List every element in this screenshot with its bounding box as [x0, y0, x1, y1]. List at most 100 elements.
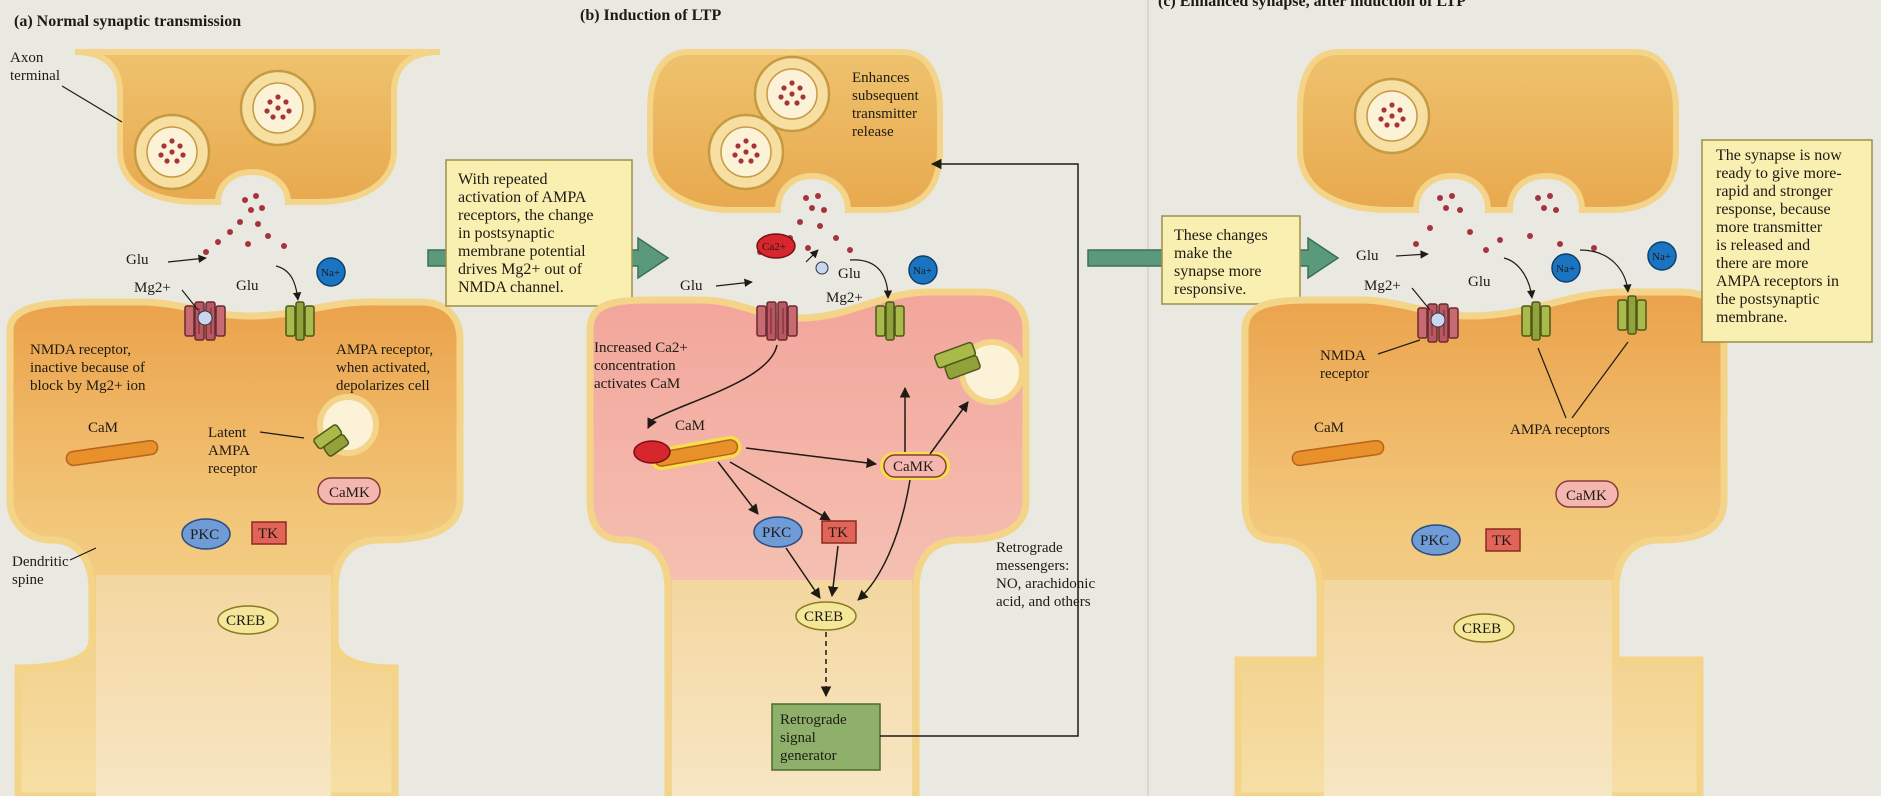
callout-1-line-7: NMDA channel.: [458, 279, 564, 296]
synaptic-vesicle: [135, 115, 209, 189]
callout-2-line-2: make the: [1174, 245, 1232, 262]
mg-label-a: Mg2+: [134, 280, 171, 296]
callout-2-line-1: These changes: [1174, 227, 1268, 244]
nmda-note-2: inactive because of: [30, 360, 145, 376]
callout-3-line-3: rapid and stronger: [1716, 183, 1833, 200]
nmda-note-3: block by Mg2+ ion: [30, 378, 146, 394]
cam-label-c: CaM: [1314, 420, 1344, 436]
camk-label-b: CaMK: [893, 459, 934, 475]
ampa-receptor-c2: [1618, 296, 1646, 334]
na-ion-label: Na+: [321, 267, 340, 279]
glu-arrow: [716, 282, 752, 286]
tk-label-b: TK: [828, 525, 848, 541]
nmda-label-c-1: NMDA: [1320, 348, 1366, 364]
synaptic-vesicle: [241, 71, 315, 145]
dendritic-spine-label-2: spine: [12, 572, 44, 588]
camk-label-a: CaMK: [329, 485, 370, 501]
creb-label-c: CREB: [1462, 621, 1501, 637]
creb-label-b: CREB: [804, 609, 843, 625]
mg-block-ion: [1431, 313, 1445, 327]
callout-3-line-1: The synapse is now: [1716, 147, 1842, 164]
glu-label-a2: Glu: [236, 278, 259, 294]
callout-3-line-7: there are more: [1716, 255, 1808, 272]
ampa-note-1: AMPA receptor,: [336, 342, 433, 358]
ampa-receptor-b: [876, 302, 904, 340]
retro-msg-line-3: NO, arachidonic: [996, 576, 1095, 592]
callout-1-line-3: receptors, the change: [458, 207, 593, 224]
ca-ion-bound-icon: [634, 441, 670, 463]
ca-ion-label: Ca2+: [762, 241, 786, 253]
callout-1-line-2: activation of AMPA: [458, 189, 587, 206]
retro-msg-line-1: Retrograde: [996, 540, 1063, 556]
glu-arrow: [168, 258, 206, 262]
camk-label-c: CaMK: [1566, 488, 1607, 504]
retro-gen-line-2: signal: [780, 730, 816, 746]
ampa-note-3: depolarizes cell: [336, 378, 430, 394]
tk-label-c: TK: [1492, 533, 1512, 549]
na-ion-label: Na+: [1556, 263, 1575, 275]
axon-terminal-label-2: terminal: [10, 68, 60, 84]
cam-label-a: CaM: [88, 420, 118, 436]
axon-terminal-leader: [62, 86, 122, 122]
callout-2-line-4: responsive.: [1174, 281, 1246, 298]
panel-a: (a) Normal synaptic transmission Axon te…: [10, 13, 460, 796]
callout-1-line-1: With repeated: [458, 171, 548, 188]
callout-3-line-4: response, because: [1716, 201, 1831, 218]
spine-neck-c: [1324, 580, 1612, 796]
callout-2-line-3: synapse more: [1174, 263, 1262, 280]
increased-line-1: Increased Ca2+: [594, 340, 688, 356]
mg-label-c: Mg2+: [1364, 278, 1401, 294]
na-ion-label: Na+: [913, 265, 932, 277]
mg-ion-expelled: [816, 262, 828, 274]
latent-label-1: Latent: [208, 425, 247, 441]
panel-b-title: (b) Induction of LTP: [580, 7, 721, 24]
ampa-label-c: AMPA receptors: [1510, 422, 1610, 438]
na-ion-label-2: Na+: [1652, 251, 1671, 263]
enhances-line-1: Enhances: [852, 70, 910, 86]
panel-c-title: (c) Enhanced synapse, after induction of…: [1158, 0, 1466, 10]
pkc-label-a: PKC: [190, 527, 219, 543]
glu-label-b: Glu: [680, 278, 703, 294]
callout-3-line-10: membrane.: [1716, 309, 1788, 326]
nmda-label-c-2: receptor: [1320, 366, 1369, 382]
retro-gen-line-1: Retrograde: [780, 712, 847, 728]
glu-label-c: Glu: [1356, 248, 1379, 264]
cam-label-b: CaM: [675, 418, 705, 434]
glu-label-a: Glu: [126, 252, 149, 268]
ampa-receptor-a: [286, 302, 314, 340]
synaptic-vesicle: [1355, 79, 1429, 153]
ampa-note-2: when activated,: [336, 360, 430, 376]
pkc-label-c: PKC: [1420, 533, 1449, 549]
retro-msg-line-4: acid, and others: [996, 594, 1091, 610]
enhances-line-4: release: [852, 124, 894, 140]
axon-terminal-c: [1300, 52, 1676, 210]
callout-3-line-8: AMPA receptors in: [1716, 273, 1839, 290]
callout-1-line-5: membrane potential: [458, 243, 586, 260]
latent-label-3: receptor: [208, 461, 257, 477]
latent-label-2: AMPA: [208, 443, 250, 459]
mg-exit-arrow: [806, 250, 818, 262]
pkc-label-b: PKC: [762, 525, 791, 541]
nmda-note-1: NMDA receptor,: [30, 342, 131, 358]
glu-label-b2: Glu: [838, 266, 861, 282]
creb-label-a: CREB: [226, 613, 265, 629]
mg-label-b: Mg2+: [826, 290, 863, 306]
tk-label-a: TK: [258, 526, 278, 542]
callout-1: With repeated activation of AMPA recepto…: [446, 160, 632, 306]
spine-neck-a: [96, 575, 331, 796]
increased-line-2: concentration: [594, 358, 676, 374]
mg-block-ion: [198, 311, 212, 325]
panel-a-title: (a) Normal synaptic transmission: [14, 13, 241, 30]
callout-3-line-5: more transmitter: [1716, 219, 1823, 236]
enhances-line-3: transmitter: [852, 106, 917, 122]
axon-terminal-label-1: Axon: [10, 50, 44, 66]
retro-gen-line-3: generator: [780, 748, 837, 764]
synaptic-vesicle: [709, 115, 783, 189]
callout-3-line-2: ready to give more-: [1716, 165, 1842, 182]
callout-3: The synapse is now ready to give more- r…: [1702, 140, 1872, 342]
callout-1-line-6: drives Mg2+ out of: [458, 261, 583, 278]
glu-arrow: [276, 266, 298, 300]
callout-3-line-9: the postsynaptic: [1716, 291, 1820, 308]
dendritic-spine-label-1: Dendritic: [12, 554, 69, 570]
